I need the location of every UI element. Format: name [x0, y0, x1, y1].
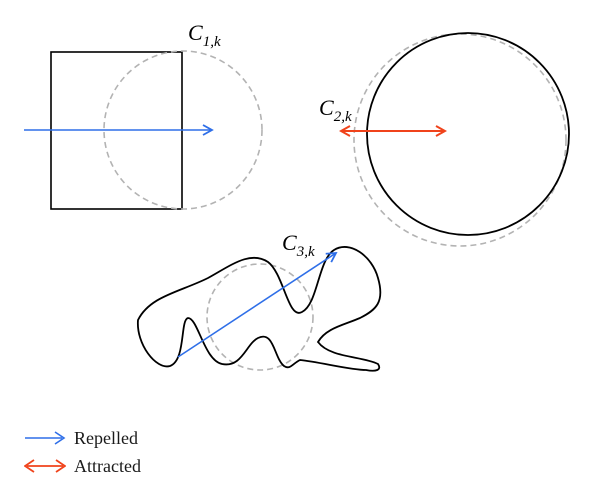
label-c2: C2,k: [319, 97, 352, 125]
label-c1-main: C: [188, 20, 203, 45]
attracted-arrow-icon: [24, 459, 66, 473]
repelled-arrow-c3: [177, 251, 338, 358]
dashed-circle-c1: [103, 50, 263, 210]
label-c1-sub: 1,k: [202, 34, 221, 50]
dashed-circle-c3: [206, 263, 314, 371]
dashed-circle-c2: [353, 33, 567, 247]
label-c3: C3,k: [282, 232, 315, 260]
label-c3-main: C: [282, 230, 297, 255]
label-c1: C1,k: [188, 22, 221, 50]
legend-repelled-label: Repelled: [74, 427, 138, 448]
legend-repelled: Repelled: [24, 426, 138, 450]
label-c3-sub: 3,k: [296, 244, 315, 260]
circle-shape: [366, 32, 570, 236]
label-c2-sub: 2,k: [333, 109, 352, 125]
legend-attracted: Attracted: [24, 454, 141, 478]
label-c2-main: C: [319, 95, 334, 120]
repelled-arrow-icon: [25, 431, 66, 445]
legend-attracted-label: Attracted: [74, 455, 141, 476]
irregular-shape: [137, 246, 382, 372]
